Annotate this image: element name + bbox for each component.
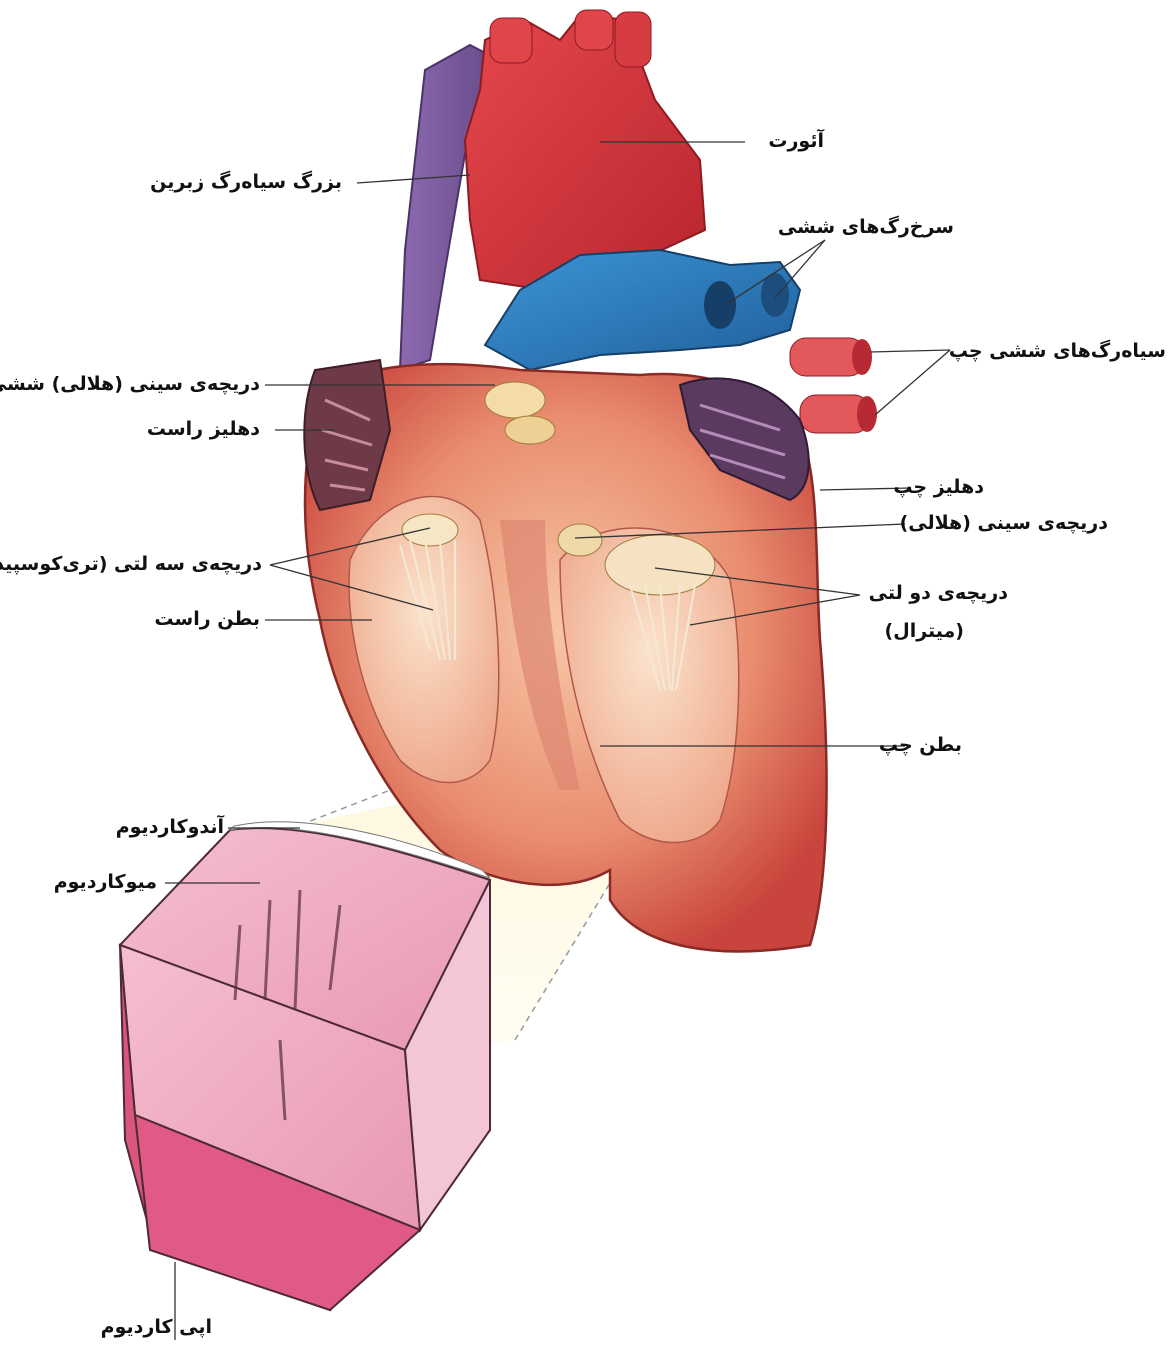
label-endocardium: آندوکاردیوم: [116, 818, 224, 837]
leader-pulm-vein-1: [870, 350, 950, 352]
label-pulmonary-arteries: سرخ‌رگ‌های ششی: [778, 218, 954, 237]
label-superior-vena-cava: بزرگ سیاه‌رگ زبرین: [150, 173, 342, 192]
label-left-ventricle: بطن چپ: [879, 736, 962, 755]
label-aortic-semilunar-valve: دریچه‌ی سینی (هلالی): [900, 514, 1108, 533]
label-left-pulmonary-veins: سیاه‌رگ‌های ششی چپ: [949, 342, 1166, 361]
label-aorta: آئورت: [768, 132, 824, 151]
pulmonary-vein-opening-2: [857, 396, 877, 432]
aortic-semilunar-valve-shape: [558, 524, 602, 556]
label-mitral-valve-line1: دریچه‌ی دو لتی: [869, 584, 1008, 603]
aorta-branch-2: [575, 10, 613, 50]
pulmonary-semilunar-valve-shape: [485, 382, 545, 418]
label-pulmonary-semilunar-valve: دریچه‌ی سینی (هلالی) ششی: [0, 375, 260, 394]
label-epicardium: اپی کاردیوم: [101, 1318, 212, 1337]
aorta-branch-1: [490, 18, 532, 63]
pulmonary-artery-opening-1: [704, 281, 736, 329]
label-right-ventricle: بطن راست: [154, 610, 260, 629]
label-tricuspid-valve: دریچه‌ی سه لتی (تری‌کوسپید): [0, 555, 262, 574]
label-left-atrium: دهلیز چپ: [893, 478, 984, 497]
aorta-branch-3: [615, 12, 651, 67]
leader-pulm-vein-2: [875, 350, 950, 415]
label-myocardium: میوکاردیوم: [54, 873, 157, 892]
label-mitral-valve-line2: (میترال): [885, 622, 964, 641]
label-right-atrium: دهلیز راست: [147, 420, 260, 439]
pulmonary-vein-opening-1: [852, 339, 872, 375]
pulmonary-semilunar-valve-shape-2: [505, 416, 555, 444]
